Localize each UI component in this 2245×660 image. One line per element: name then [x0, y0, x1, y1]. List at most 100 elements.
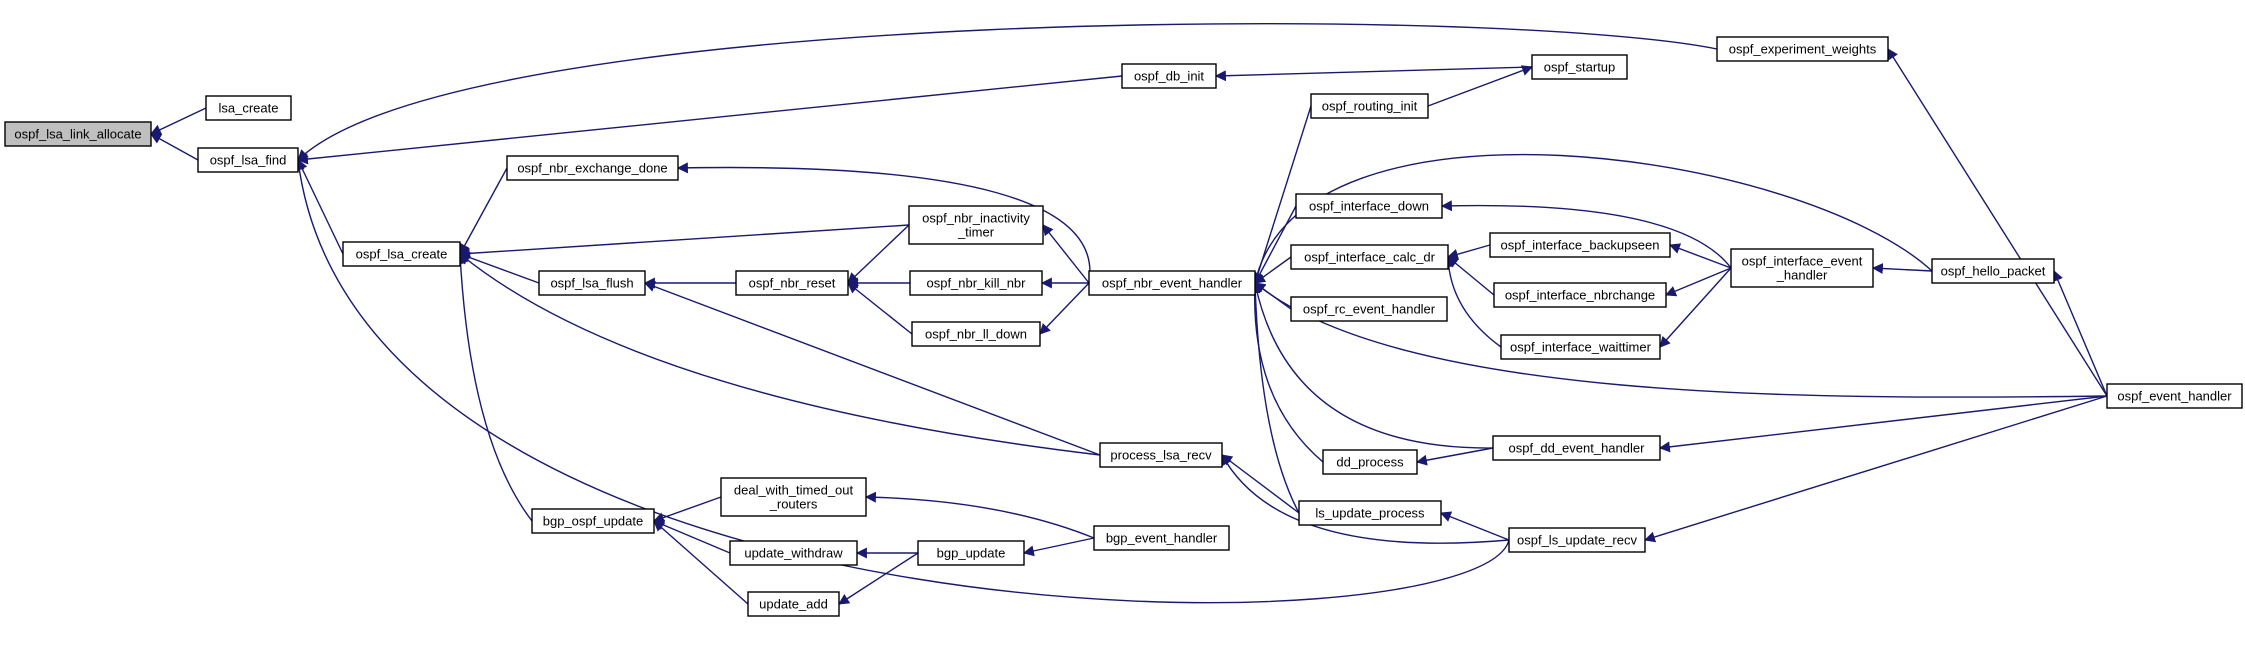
edge-ospf_experiment_weights-to-ospf_lsa_find	[297, 23, 1718, 161]
edge-ospf_interface_nbrchange-to-ospf_interface_calc_dr	[1447, 256, 1495, 296]
node-ospf_interface_nbrchange[interactable]: ospf_interface_nbrchange	[1493, 282, 1667, 308]
node-label: _handler	[1776, 268, 1828, 283]
node-dd_process[interactable]: dd_process	[1322, 449, 1418, 475]
edge-ospf_event_handler-to-ospf_ls_update_recv	[1643, 395, 2108, 543]
node-ospf_interface_down[interactable]: ospf_interface_down	[1295, 193, 1443, 219]
edge-ospf_ls_update_recv-to-ospf_lsa_find	[293, 158, 1510, 604]
edge-process_lsa_recv-to-ospf_lsa_create	[459, 253, 1101, 456]
edge-ospf_ls_update_recv-to-ls_update_process	[1439, 511, 1510, 541]
node-label: ospf_lsa_create	[356, 247, 448, 262]
node-ospf_nbr_ll_down[interactable]: ospf_nbr_ll_down	[911, 321, 1041, 347]
node-update_withdraw[interactable]: update_withdraw	[729, 540, 858, 566]
node-label: ospf_interface_down	[1309, 199, 1429, 214]
node-box	[342, 241, 461, 267]
node-box	[908, 205, 1044, 245]
node-ospf_event_handler[interactable]: ospf_event_handler	[2106, 383, 2243, 409]
node-label: ospf_interface_waittimer	[1510, 340, 1652, 355]
node-deal_with_timed_out_routers[interactable]: deal_with_timed_out_routers	[720, 477, 867, 517]
node-ospf_interface_event_handler[interactable]: ospf_interface_event_handler	[1730, 248, 1874, 288]
node-box	[1931, 258, 2055, 284]
node-label: _timer	[957, 225, 995, 240]
edge-ospf_dd_event_handler-to-ospf_nbr_event_handler	[1251, 281, 1494, 449]
node-ls_update_process[interactable]: ls_update_process	[1298, 500, 1442, 526]
node-label: ospf_ls_update_recv	[1517, 533, 1637, 548]
node-label: ospf_lsa_flush	[550, 276, 633, 291]
edge-ospf_interface_event_handler-to-ospf_interface_down	[1440, 200, 1732, 269]
node-label: ospf_startup	[1544, 60, 1616, 75]
edge-bgp_event_handler-to-bgp_update	[1022, 537, 1095, 557]
edge-ospf_event_handler-to-ospf_dd_event_handler	[1658, 395, 2108, 453]
node-ospf_interface_waittimer[interactable]: ospf_interface_waittimer	[1500, 334, 1661, 360]
node-box	[2106, 383, 2243, 409]
edge-ospf_lsa_create-to-ospf_lsa_find	[297, 159, 344, 255]
edge-ospf_hello_packet-to-ospf_interface_event_handler	[1871, 263, 1933, 274]
edge-ospf_nbr_inactivity_timer-to-ospf_lsa_create	[458, 224, 910, 259]
node-lsa_create[interactable]: lsa_create	[205, 95, 292, 121]
node-box	[1088, 270, 1256, 296]
node-label: ospf_interface_nbrchange	[1505, 288, 1655, 303]
node-box	[1290, 296, 1448, 322]
node-ospf_experiment_weights[interactable]: ospf_experiment_weights	[1716, 36, 1889, 62]
node-ospf_hello_packet[interactable]: ospf_hello_packet	[1931, 258, 2055, 284]
edge-ospf_startup-to-ospf_db_init	[1214, 66, 1533, 82]
node-ospf_interface_calc_dr[interactable]: ospf_interface_calc_dr	[1290, 244, 1449, 270]
node-label: dd_process	[1336, 455, 1404, 470]
node-update_add[interactable]: update_add	[747, 591, 840, 617]
node-box	[1531, 54, 1628, 80]
node-bgp_update[interactable]: bgp_update	[917, 540, 1025, 566]
node-ospf_interface_backupseen[interactable]: ospf_interface_backupseen	[1489, 232, 1671, 258]
edge-ospf_lsa_find-to-ospf_lsa_link_allocate	[150, 133, 199, 161]
edge-ospf_nbr_ll_down-to-ospf_nbr_reset	[847, 282, 913, 335]
node-label: bgp_event_handler	[1106, 531, 1218, 546]
node-ospf_nbr_inactivity_timer[interactable]: ospf_nbr_inactivity_timer	[908, 205, 1044, 245]
node-label: process_lsa_recv	[1110, 448, 1212, 463]
node-box	[1508, 527, 1646, 553]
edge-ospf_interface_down-to-ospf_nbr_event_handler	[1254, 205, 1297, 284]
edge-ospf_nbr_event_handler-to-ospf_nbr_ll_down	[1039, 282, 1090, 335]
node-bgp_ospf_update[interactable]: bgp_ospf_update	[531, 508, 655, 534]
node-ospf_db_init[interactable]: ospf_db_init	[1121, 63, 1217, 89]
node-ospf_nbr_event_handler[interactable]: ospf_nbr_event_handler	[1088, 270, 1256, 296]
edge-ospf_interface_event_handler-to-ospf_interface_backupseen	[1668, 243, 1732, 269]
node-ospf_lsa_find[interactable]: ospf_lsa_find	[197, 147, 299, 173]
node-ospf_routing_init[interactable]: ospf_routing_init	[1310, 93, 1429, 119]
node-box	[735, 270, 849, 296]
node-box	[720, 477, 867, 517]
node-box	[729, 540, 858, 566]
edges-layer	[150, 23, 2108, 605]
node-ospf_rc_event_handler[interactable]: ospf_rc_event_handler	[1290, 296, 1448, 322]
node-bgp_event_handler[interactable]: bgp_event_handler	[1093, 525, 1230, 551]
node-box	[747, 591, 840, 617]
node-ospf_ls_update_recv[interactable]: ospf_ls_update_recv	[1508, 527, 1646, 553]
node-box	[1290, 244, 1449, 270]
node-label: ospf_lsa_find	[210, 153, 287, 168]
node-label: ospf_nbr_reset	[749, 276, 836, 291]
node-ospf_nbr_reset[interactable]: ospf_nbr_reset	[735, 270, 849, 296]
node-ospf_dd_event_handler[interactable]: ospf_dd_event_handler	[1492, 435, 1661, 461]
node-box	[1298, 500, 1442, 526]
node-box	[1500, 334, 1661, 360]
edge-ospf_nbr_event_handler-to-ospf_nbr_exchange_done	[676, 162, 1091, 284]
node-box	[506, 155, 679, 181]
node-label: update_withdraw	[744, 546, 843, 561]
node-ospf_lsa_flush[interactable]: ospf_lsa_flush	[538, 270, 646, 296]
node-ospf_lsa_link_allocate[interactable]: ospf_lsa_link_allocate	[4, 121, 152, 147]
node-process_lsa_recv[interactable]: process_lsa_recv	[1099, 442, 1223, 468]
node-box	[4, 121, 152, 147]
node-ospf_lsa_create[interactable]: ospf_lsa_create	[342, 241, 461, 267]
edge-ospf_lsa_flush-to-ospf_lsa_create	[458, 252, 540, 284]
edge-ospf_event_handler-to-ospf_experiment_weights	[1887, 48, 2108, 397]
edge-update_add-to-bgp_ospf_update	[653, 520, 749, 605]
node-label: ospf_hello_packet	[1941, 264, 2046, 279]
node-box	[1492, 435, 1661, 461]
edge-ospf_interface_calc_dr-to-ospf_nbr_event_handler	[1254, 256, 1292, 284]
node-ospf_startup[interactable]: ospf_startup	[1531, 54, 1628, 80]
node-ospf_nbr_kill_nbr[interactable]: ospf_nbr_kill_nbr	[909, 270, 1043, 296]
edge-ospf_event_handler-to-ospf_hello_packet	[2052, 269, 2108, 397]
node-ospf_nbr_exchange_done[interactable]: ospf_nbr_exchange_done	[506, 155, 679, 181]
node-label: deal_with_timed_out	[734, 483, 854, 498]
node-label: ospf_interface_calc_dr	[1304, 250, 1435, 265]
edge-ospf_nbr_event_handler-to-ospf_nbr_inactivity_timer	[1042, 224, 1090, 284]
edge-ospf_db_init-to-ospf_lsa_find	[296, 75, 1123, 165]
edge-bgp_ospf_update-to-ospf_lsa_create	[455, 252, 533, 522]
